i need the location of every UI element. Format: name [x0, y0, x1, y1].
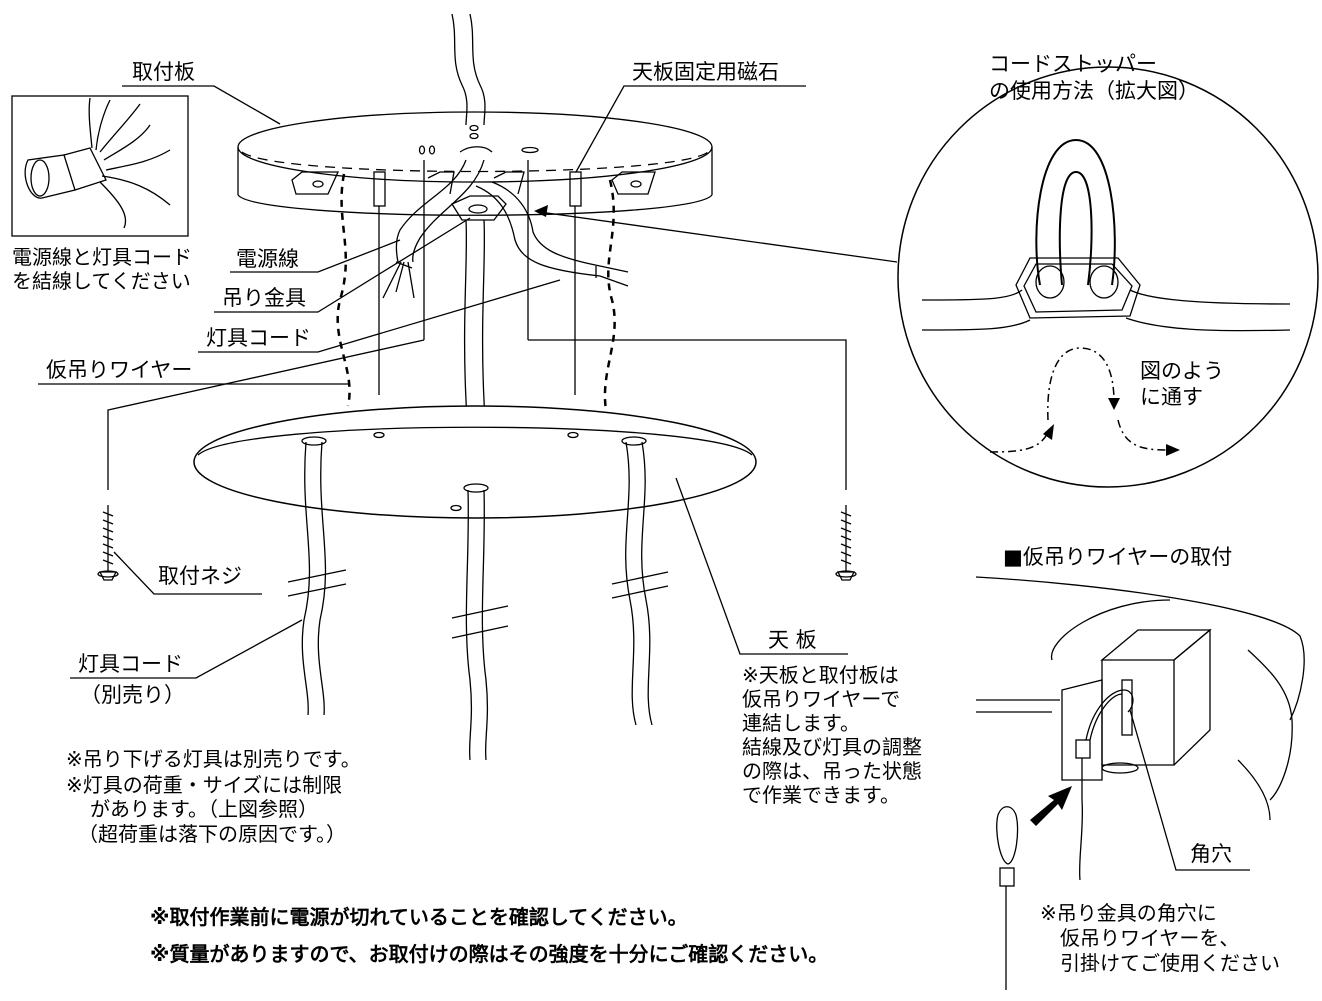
label-temp-wire-install: ■仮吊りワイヤーの取付 — [1003, 545, 1232, 569]
label-cord-stopper-2: の使用方法（拡大図） — [989, 79, 1199, 103]
warning-weight: ※質量がありますので、お取付けの際はその強度を十分にご確認ください。 — [150, 942, 828, 966]
top-plate — [193, 405, 757, 519]
label-fixture-cord: 灯具コード — [206, 326, 311, 350]
label-cord-stopper-1: コードストッパー — [989, 52, 1157, 76]
top-note-line: 連結します。 — [742, 711, 860, 735]
bracket-detail — [975, 576, 1305, 990]
label-pass-1: 図のよう — [1140, 359, 1224, 383]
label-hanger: 吊り金具 — [222, 286, 306, 310]
screw-right — [835, 505, 857, 581]
label-magnet: 天板固定用磁石 — [632, 60, 779, 84]
hook-note-line: ※吊り金具の角穴に — [1040, 901, 1217, 925]
hook-note-line: 仮吊りワイヤーを、 — [1060, 926, 1239, 950]
fixture-note-line: ※灯具の荷重・サイズには制限 — [66, 773, 342, 797]
top-plate-note: ※天板と取付板は 仮吊りワイヤーで 連結します。 結線及び灯具の調整 の際は、吊… — [742, 663, 922, 807]
temp-wires — [336, 173, 616, 411]
hook-note-line: 引掛けてご使用ください — [1060, 951, 1280, 975]
screw-left — [97, 505, 119, 581]
warning-power-off: ※取付作業前に電源が切れていることを確認してください。 — [150, 905, 688, 929]
label-pass-2: に通す — [1140, 385, 1203, 409]
magnet-lines — [378, 160, 576, 395]
top-note-line: の際は、吊った状態 — [742, 759, 922, 783]
label-square-hole: 角穴 — [1190, 842, 1232, 866]
label-wire-note-1: 電源線と灯具コード — [12, 245, 192, 269]
wiring-inset — [11, 95, 189, 237]
power-cord — [382, 159, 485, 299]
ceiling-cable — [451, 13, 486, 126]
fixture-note-line: （超荷重は落下の原因です。） — [78, 822, 346, 846]
fixture-cord-top — [475, 181, 629, 287]
label-power-line: 電源線 — [236, 247, 299, 271]
top-note-line: で作業できます。 — [742, 783, 900, 807]
label-temp-wire: 仮吊りワイヤー — [46, 358, 192, 382]
mounting-plate — [237, 111, 713, 221]
top-note-line: 仮吊りワイヤーで — [742, 687, 900, 711]
top-note-line: 結線及び灯具の調整 — [742, 735, 922, 759]
label-mounting-plate: 取付板 — [132, 60, 195, 84]
zoom-circle — [897, 66, 1319, 488]
top-note-line: ※天板と取付板は — [742, 663, 899, 687]
label-fixture-cord-sold: 灯具コード — [78, 652, 183, 676]
hook-note: ※吊り金具の角穴に 仮吊りワイヤーを、 引掛けてご使用ください — [1040, 901, 1280, 975]
label-wire-note-2: を結線してください — [12, 269, 191, 293]
fixture-note-line: ※吊り下げる灯具は別売りです。 — [66, 747, 361, 771]
fixture-note-line: があります。（上図参照） — [90, 797, 318, 821]
fixture-note: ※吊り下げる灯具は別売りです。 ※灯具の荷重・サイズには制限 があります。（上図… — [66, 747, 361, 846]
label-sold-separately: （別売り） — [80, 683, 185, 707]
label-screw: 取付ネジ — [158, 564, 242, 588]
hanging-cords — [287, 441, 669, 761]
label-top-plate: 天 板 — [768, 628, 817, 652]
